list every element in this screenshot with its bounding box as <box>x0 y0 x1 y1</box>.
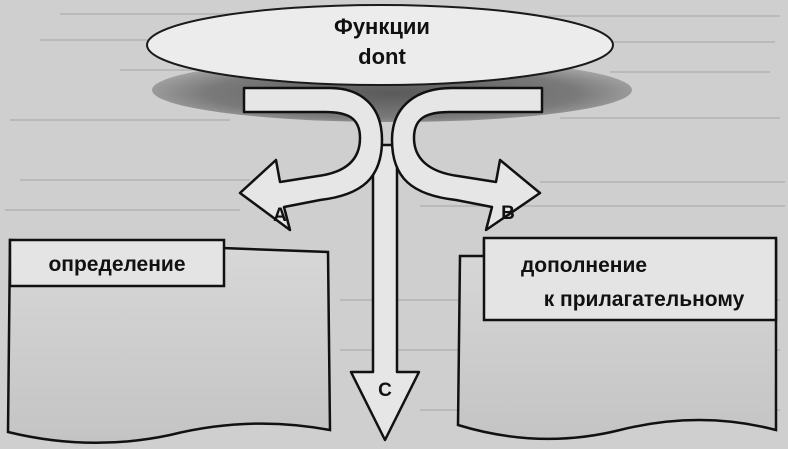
definition-label-box <box>8 238 226 288</box>
arrow-c-letter: C <box>378 380 392 401</box>
title-line-2: dont <box>358 44 406 69</box>
arrow-b-letter: B <box>501 203 515 224</box>
complement-label-box <box>482 236 778 322</box>
definition-box <box>6 238 332 445</box>
complement-label-line-1: дополнение <box>521 254 647 277</box>
arrow-b <box>390 86 544 232</box>
definition-label: определение <box>48 253 185 276</box>
complement-label-line-2: к прилагательному <box>544 288 745 311</box>
title-ellipse <box>146 4 614 86</box>
arrow-a-letter: A <box>273 205 287 226</box>
title-line-1: Функции <box>334 14 430 39</box>
arrow-a <box>238 86 384 232</box>
arrow-c <box>349 143 421 442</box>
